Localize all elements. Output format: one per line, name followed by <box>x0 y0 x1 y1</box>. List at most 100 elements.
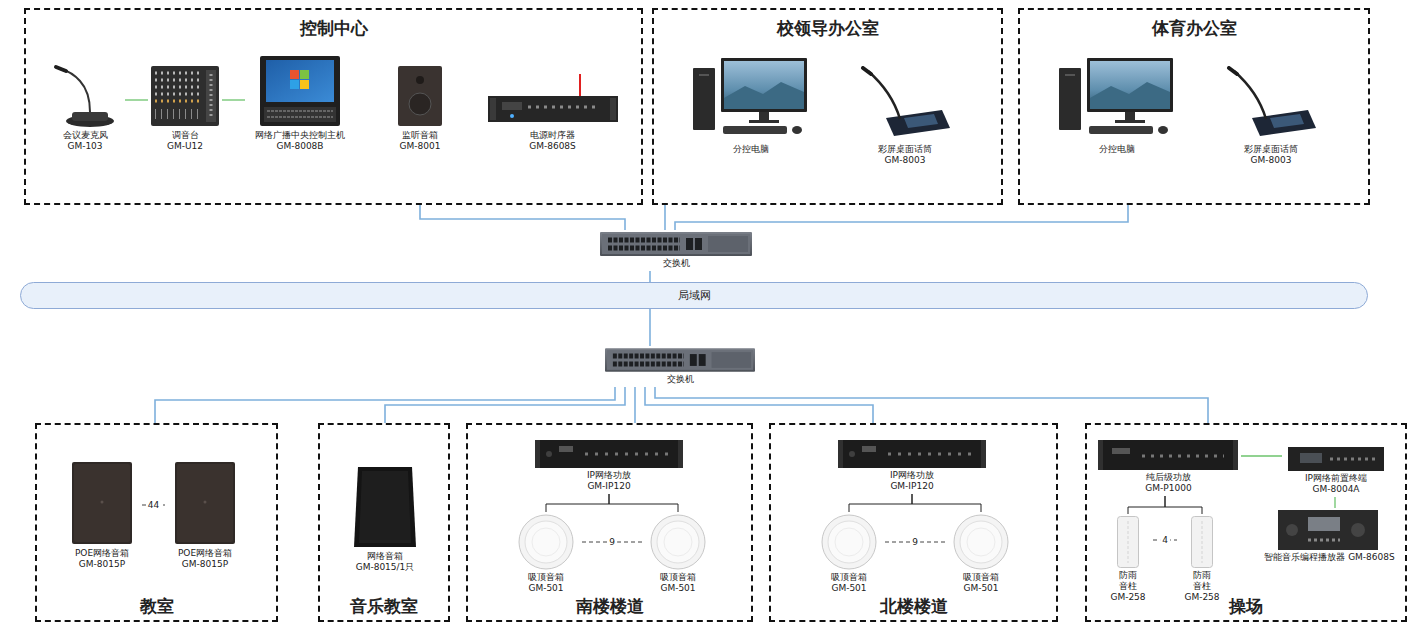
device-label: GM-8015/1只 <box>340 562 430 573</box>
zone-title: 音乐教室 <box>350 596 418 617</box>
count-label: 9 <box>910 537 920 547</box>
amplifier-icon <box>535 440 683 468</box>
connector-line <box>125 99 148 100</box>
device-label: GM-258 <box>1177 592 1227 603</box>
zone-box: 体育办公室分控电脑 彩屏桌面话筒GM-8003 <box>1018 8 1370 205</box>
device-label: GM-501 <box>642 583 714 594</box>
device-node: 网络广播中央控制主机GM-8008B <box>245 56 355 154</box>
zone-title: 教室 <box>140 596 174 617</box>
device-label: 交换机 <box>603 374 757 385</box>
zone-box: 北楼楼道IP网络功放GM-IP120吸顶音箱GM-501吸顶音箱GM-501 <box>769 423 1058 622</box>
connector-line <box>664 205 666 230</box>
device-node: POE网络音箱GM-8015P <box>165 460 245 572</box>
device-label: 吸顶音箱 <box>510 572 582 583</box>
device-label: GM-8003 <box>850 155 960 166</box>
device-node: IP网络前置终端GM-8004A <box>1282 445 1390 497</box>
device-label: 分控电脑 <box>688 144 813 155</box>
device-label: POE网络音箱 <box>165 548 245 559</box>
ceiling-speaker-icon <box>822 515 876 569</box>
connector-line <box>912 494 981 512</box>
zone-box: 控制中心会议麦克风GM-103调音台GM-U12网络广播中央控制主机GM-800… <box>24 8 643 205</box>
host-icon <box>260 56 340 126</box>
device-label: 智能音乐编程播放器 GM-8608S <box>1262 552 1397 563</box>
ceiling-speaker-icon <box>651 515 705 569</box>
device-label: 网络广播中央控制主机 <box>245 130 355 141</box>
player-icon <box>1278 510 1378 550</box>
device-label: 会议麦克风 <box>45 130 125 141</box>
desk-mic-icon <box>1229 68 1316 136</box>
ceiling-speaker-icon <box>954 515 1008 569</box>
ceiling-speaker-icon <box>519 515 573 569</box>
switch-icon <box>600 232 752 256</box>
column-speaker-icon <box>1192 517 1213 568</box>
zone-title: 控制中心 <box>300 18 368 39</box>
connector-line <box>1165 496 1202 514</box>
device-label: GM-P1000 <box>1096 483 1241 494</box>
connector-line <box>655 387 1208 423</box>
device-label: GM-8608S <box>485 141 620 152</box>
connector-line <box>420 205 625 230</box>
computer-icon <box>693 58 807 134</box>
device-label: 吸顶音箱 <box>642 572 714 583</box>
device-label: GM-501 <box>945 583 1017 594</box>
zone-title: 体育办公室 <box>1152 18 1237 39</box>
connector-line <box>849 494 912 512</box>
zone-title: 北楼楼道 <box>880 596 948 617</box>
device-label: 网络音箱 <box>340 551 430 562</box>
device-label: GM-8003 <box>1216 155 1326 166</box>
device-node: POE网络音箱GM-8015P <box>62 460 142 572</box>
device-node: IP网络功放GM-IP120 <box>533 438 685 494</box>
switch-icon <box>605 348 755 372</box>
device-label: POE网络音箱 <box>62 548 142 559</box>
device-label: 分控电脑 <box>1054 144 1179 155</box>
device-node: 监听音箱GM-8001 <box>385 62 455 154</box>
connector-line <box>1334 497 1335 508</box>
device-label: 吸顶音箱 <box>945 572 1017 583</box>
connector-line <box>609 494 678 512</box>
device-node: IP网络功放GM-IP120 <box>836 438 988 494</box>
device-label: 纯后级功放 <box>1096 472 1241 483</box>
zone-box: 操场纯后级功放GM-P1000IP网络前置终端GM-8004A防雨 音柱GM-2… <box>1085 423 1407 622</box>
connector-line <box>1241 455 1282 456</box>
device-node: 吸顶音箱GM-501 <box>813 512 885 596</box>
lan-band: 局域网 <box>20 282 1368 309</box>
device-label: GM-U12 <box>148 141 222 152</box>
lan-label: 局域网 <box>678 289 711 302</box>
connector-line <box>649 271 651 282</box>
device-label: 调音台 <box>148 130 222 141</box>
device-label: IP网络前置终端 <box>1282 473 1390 484</box>
device-node: 彩屏桌面话筒GM-8003 <box>850 62 960 168</box>
count-label: 44 <box>146 500 161 510</box>
device-label: 防雨 音柱 <box>1117 570 1139 592</box>
device-node: 吸顶音箱GM-501 <box>510 512 582 596</box>
zone-title: 操场 <box>1229 596 1263 617</box>
speaker-icon <box>354 467 416 547</box>
device-node: 分控电脑 <box>1054 56 1179 157</box>
connector-line <box>634 387 636 423</box>
device-label: 交换机 <box>598 258 754 269</box>
amplifier-icon <box>1098 440 1238 470</box>
device-label: 彩屏桌面话筒 <box>1216 144 1326 155</box>
connector-line <box>675 205 1128 230</box>
device-node: 彩屏桌面话筒GM-8003 <box>1216 62 1326 168</box>
microphone-icon <box>56 67 114 127</box>
device-node: 纯后级功放GM-P1000 <box>1096 438 1241 496</box>
device-label: GM-IP120 <box>533 481 685 492</box>
device-label: IP网络功放 <box>533 470 685 481</box>
device-label: GM-8001 <box>385 141 455 152</box>
connector-line <box>385 387 625 423</box>
device-label: GM-103 <box>45 141 125 152</box>
switch-node: 交换机 <box>603 346 757 387</box>
device-label: GM-8015P <box>165 559 245 570</box>
device-label: GM-501 <box>813 583 885 594</box>
device-node: 吸顶音箱GM-501 <box>642 512 714 596</box>
zone-title: 校领导办公室 <box>777 18 879 39</box>
device-node: 分控电脑 <box>688 56 813 157</box>
device-node: 防雨 音柱GM-258 <box>1177 514 1227 605</box>
device-label: 彩屏桌面话筒 <box>850 144 960 155</box>
speaker-icon <box>398 66 442 126</box>
device-label: 电源时序器 <box>485 130 620 141</box>
count-label: 9 <box>607 537 617 547</box>
device-node: 调音台GM-U12 <box>148 62 222 154</box>
zone-box: 教室POE网络音箱GM-8015PPOE网络音箱GM-8015P <box>35 423 278 622</box>
